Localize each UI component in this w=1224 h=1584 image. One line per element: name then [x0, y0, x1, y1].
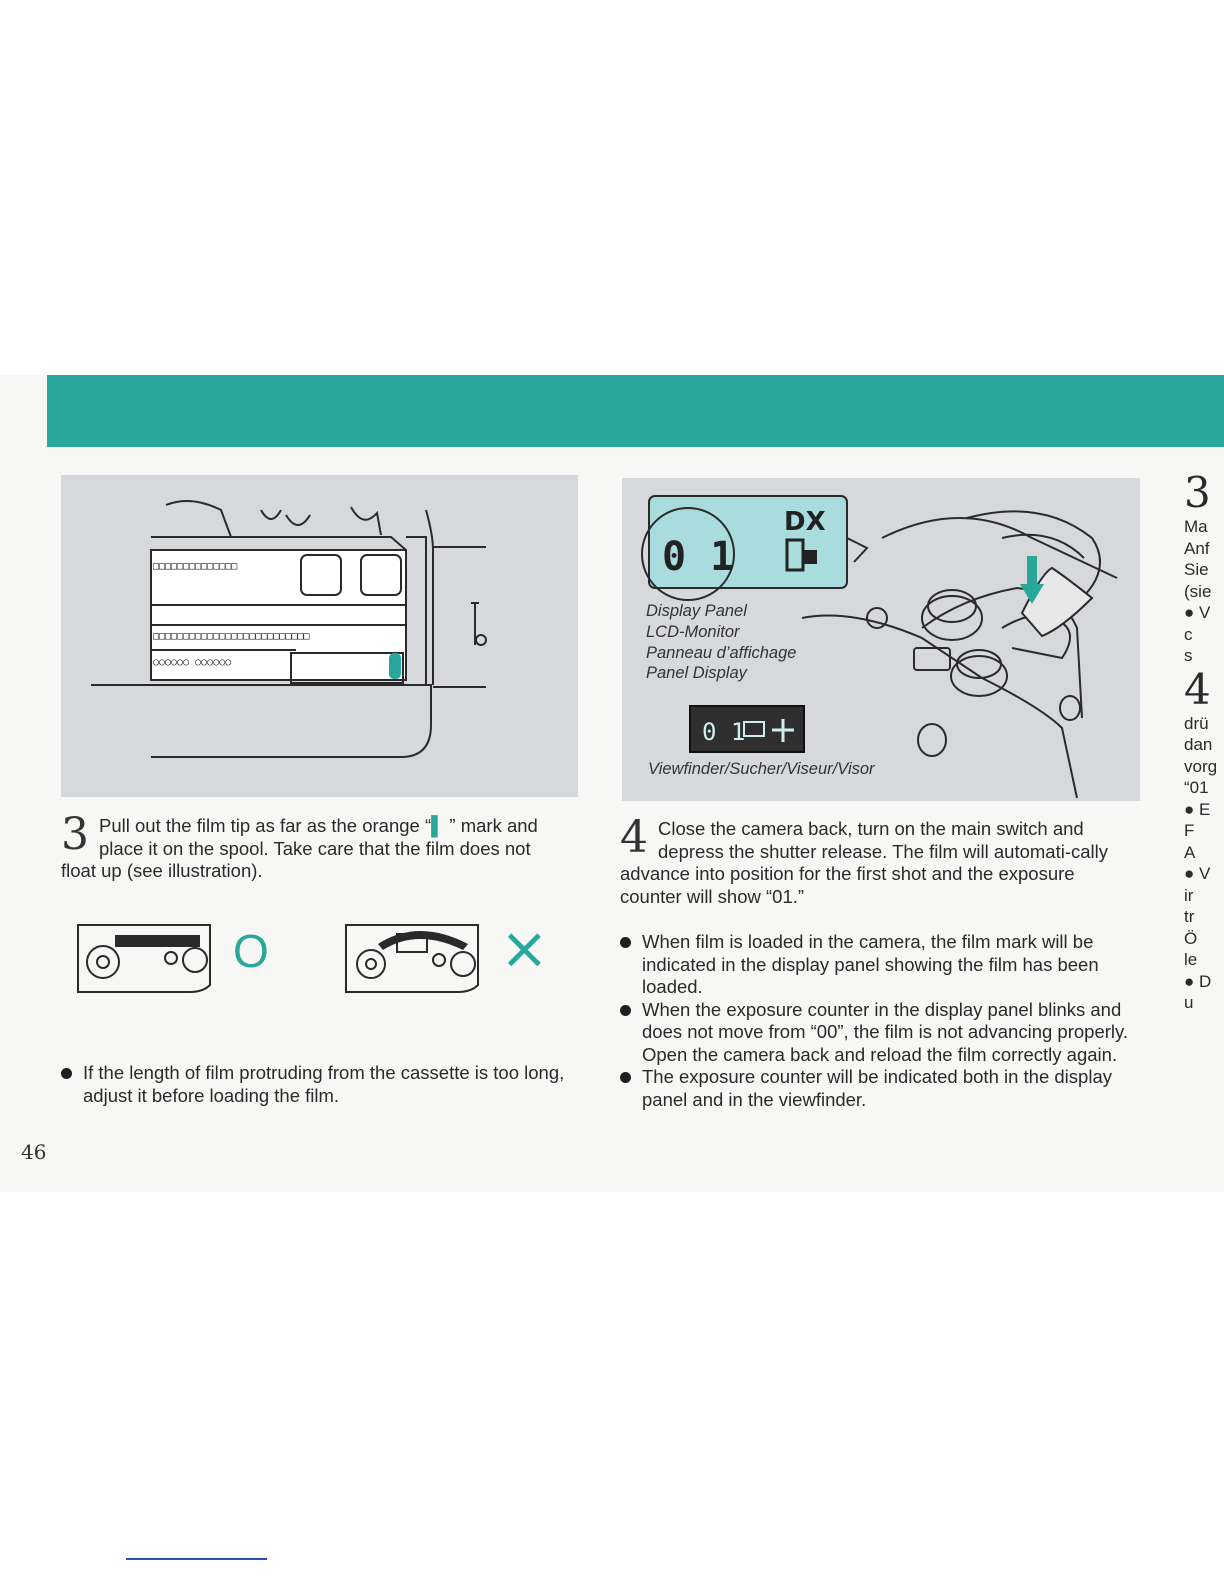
- panel-label-de: LCD-Monitor: [646, 623, 741, 641]
- page-number: 46: [21, 1140, 47, 1164]
- fragment-line: (sie: [1184, 581, 1212, 601]
- wrong-loading-diagram: [343, 920, 488, 995]
- left-bullet-list: If the length of film protruding from th…: [61, 1062, 571, 1107]
- fragment-line: vorg: [1184, 756, 1218, 776]
- svg-text:□□□□□□□□□□□□□□□□□□□□□□□□□□: □□□□□□□□□□□□□□□□□□□□□□□□□□: [153, 631, 310, 642]
- fragment-line: Anf: [1184, 538, 1210, 558]
- lcd-counter: 0 1: [662, 534, 734, 580]
- step-4: 4 Close the camera back, turn on the mai…: [620, 812, 1136, 908]
- wrong-mark: ×: [500, 914, 549, 982]
- lcd-panel: [648, 495, 848, 589]
- fragment-line: le: [1184, 950, 1198, 969]
- svg-text:○○○○○○ ○○○○○○: ○○○○○○ ○○○○○○: [153, 657, 231, 668]
- bullet-icon: [620, 1072, 631, 1083]
- metering-icon: [743, 721, 765, 737]
- fragment-line: ● D: [1184, 971, 1212, 991]
- step-3-number: 3: [61, 809, 89, 860]
- film-mark-glyph: ▌: [431, 815, 445, 836]
- fragment-line: Ma: [1184, 517, 1208, 536]
- fragment-line: A: [1184, 842, 1196, 862]
- panel-label-es: Panel Display: [646, 664, 749, 682]
- film-loading-illustration: □□□□□□□□□□□□□□ □□□□□□□□□□□□□□□□□□□□□□□□□…: [61, 475, 578, 797]
- list-item: When film is loaded in the camera, the f…: [620, 931, 1138, 999]
- fragment-line: “01: [1184, 778, 1209, 797]
- header-band: [47, 375, 1224, 447]
- bullet-icon: [620, 1004, 631, 1016]
- bullet-icon: [61, 1068, 72, 1079]
- fragment-step-4-number: 4: [1184, 664, 1211, 714]
- viewfinder-counter: 0 1: [702, 718, 745, 746]
- orange-mark-indicator: [389, 653, 401, 679]
- bottom-rule: [126, 1558, 267, 1560]
- fragment-line: ir: [1184, 885, 1194, 905]
- fragment-line: Ö: [1184, 928, 1198, 948]
- fragment-line: ● V: [1184, 864, 1211, 883]
- step-3: 3 Pull out the film tip as far as the or…: [61, 809, 551, 883]
- svg-text:□□□□□□□□□□□□□□: □□□□□□□□□□□□□□: [153, 561, 237, 572]
- press-arrow-icon: [1020, 556, 1044, 604]
- fragment-line: tr: [1184, 907, 1195, 926]
- fragment-line: c: [1184, 624, 1193, 644]
- viewfinder-label: Viewfinder/Sucher/Viseur/Visor: [648, 760, 876, 778]
- fragment-line: dan: [1184, 735, 1213, 754]
- step-3-text-before: Pull out the film tip as far as the oran…: [99, 815, 432, 836]
- bullet-icon: [620, 937, 631, 948]
- fragment-line: Sie: [1184, 560, 1209, 579]
- right-bullet-list: When film is loaded in the camera, the f…: [620, 931, 1138, 1111]
- list-item: When the exposure counter in the display…: [620, 999, 1138, 1067]
- correct-loading-diagram: [75, 920, 220, 995]
- fragment-step-3-number: 3: [1184, 470, 1211, 517]
- step-3-text-after: ” mark and place it on the spool. Take c…: [61, 815, 538, 881]
- camera-back-drawing: □□□□□□□□□□□□□□ □□□□□□□□□□□□□□□□□□□□□□□□□…: [91, 500, 487, 758]
- next-page-fragment: 3 Ma Anf Sie (sie ● V c s 4 drü dan vorg…: [1184, 470, 1224, 1014]
- list-item: If the length of film protruding from th…: [61, 1062, 571, 1107]
- fragment-line: ● V: [1184, 603, 1211, 622]
- fragment-line: ● E: [1184, 799, 1211, 819]
- fragment-line: u: [1184, 993, 1194, 1012]
- list-item: The exposure counter will be indicated b…: [620, 1066, 1138, 1111]
- step-4-number: 4: [620, 812, 648, 863]
- focus-icon: [772, 719, 794, 742]
- fragment-line: s: [1184, 646, 1193, 665]
- camera-top-drawing: 0 1 DX Display Panel: [641, 495, 1118, 799]
- correct-mark: O: [233, 925, 269, 977]
- panel-label-fr: Panneau d’affichage: [646, 644, 796, 662]
- lcd-dx: DX: [784, 507, 826, 537]
- camera-display-illustration: 0 1 DX Display Panel: [622, 478, 1140, 801]
- fragment-line: F: [1184, 821, 1195, 840]
- fragment-line: drü: [1184, 713, 1209, 733]
- panel-label-en: Display Panel: [646, 602, 748, 620]
- film-cartridge-icon: [785, 538, 817, 572]
- step-4-text: Close the camera back, turn on the main …: [620, 818, 1109, 907]
